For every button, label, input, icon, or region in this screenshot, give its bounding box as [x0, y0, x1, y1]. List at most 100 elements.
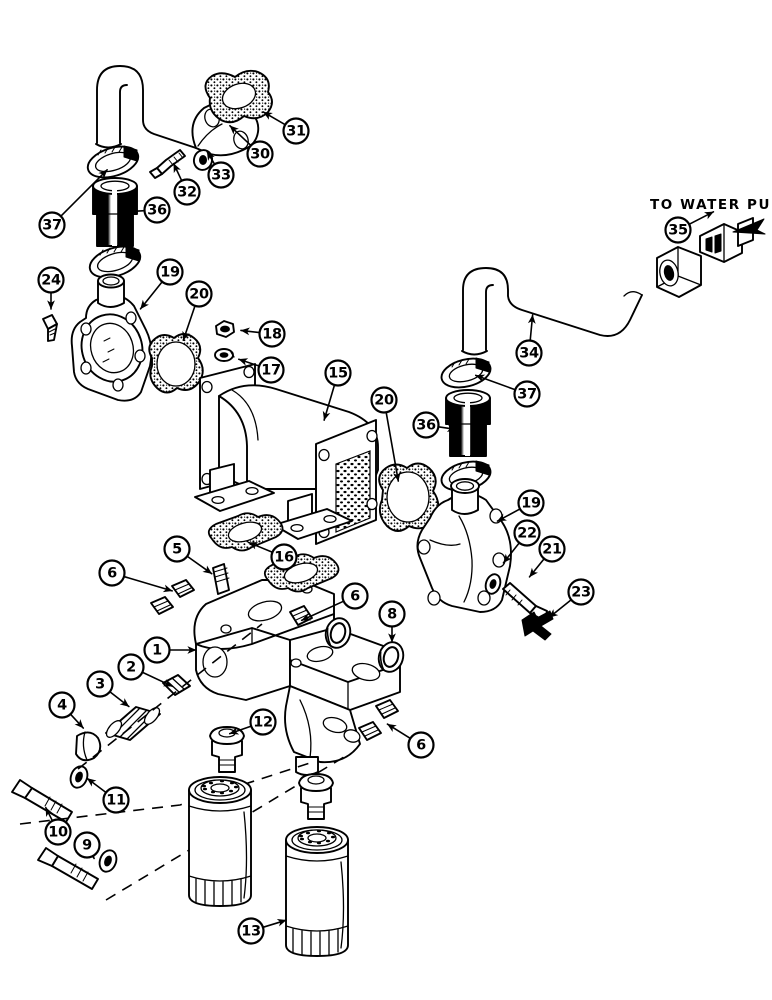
callout-19[interactable]: 19 [139, 258, 184, 310]
callout-6[interactable]: 6 [98, 559, 173, 593]
callout-number-3: 3 [95, 677, 105, 693]
callout-number-12: 12 [253, 715, 272, 731]
callout-circle-5[interactable] [163, 535, 191, 563]
callout-circle-32[interactable] [173, 178, 201, 206]
callout-circle-36[interactable] [412, 411, 440, 439]
part-22-washer [484, 573, 502, 595]
part-21-cap-screw [502, 582, 548, 622]
callout-circle-15[interactable] [324, 359, 352, 387]
callout-number-2: 2 [126, 660, 136, 676]
callout-circle-19[interactable] [156, 258, 184, 286]
callout-circle-6[interactable] [98, 559, 126, 587]
callout-2[interactable]: 2 [117, 653, 174, 688]
callout-number-11: 11 [106, 793, 126, 809]
callout-6[interactable]: 6 [386, 723, 435, 759]
callout-16[interactable]: 16 [247, 541, 298, 571]
part-17-lock-washer [214, 348, 235, 362]
callout-circle-16[interactable] [270, 543, 298, 571]
callout-circle-21[interactable] [538, 535, 566, 563]
callout-circle-8[interactable] [378, 600, 406, 628]
part-13-oil-filter-right [285, 826, 349, 957]
callout-18[interactable]: 18 [240, 320, 286, 348]
callout-22[interactable]: 22 [502, 519, 541, 564]
callout-20[interactable]: 20 [370, 386, 401, 482]
callout-circle-23[interactable] [567, 578, 595, 606]
callout-circle-9[interactable] [73, 831, 101, 859]
callout-circle-20[interactable] [370, 386, 398, 414]
callout-34[interactable]: 34 [515, 314, 543, 367]
part-15-oil-cooler [194, 363, 379, 545]
callout-circle-20[interactable] [185, 280, 213, 308]
part-2-spring-retainer [162, 674, 191, 696]
callout-24[interactable]: 24 [37, 266, 65, 310]
callout-36[interactable]: 36 [124, 196, 171, 224]
callout-circle-3[interactable] [86, 670, 114, 698]
callout-1[interactable]: 1 [143, 636, 197, 664]
callout-10[interactable]: 10 [44, 806, 72, 846]
callout-circle-1[interactable] [143, 636, 171, 664]
callout-3[interactable]: 3 [86, 670, 130, 708]
callout-number-21: 21 [542, 542, 562, 558]
callout-17[interactable]: 17 [237, 356, 285, 384]
callout-19[interactable]: 19 [496, 489, 545, 522]
callout-number-17: 17 [261, 363, 280, 379]
callout-circle-4[interactable] [48, 691, 76, 719]
callout-30[interactable]: 30 [229, 124, 274, 168]
part-34-water-hose [461, 267, 643, 356]
callout-11[interactable]: 11 [86, 777, 130, 814]
callout-number-20: 20 [374, 393, 394, 409]
callout-circle-6[interactable] [407, 731, 435, 759]
callout-circle-13[interactable] [237, 917, 265, 945]
callout-21[interactable]: 21 [528, 535, 566, 578]
callout-13[interactable]: 13 [237, 917, 287, 945]
callout-leader-6 [123, 575, 173, 593]
label-to-water-pump: TO WATER PUMP [650, 197, 772, 213]
callout-circle-11[interactable] [102, 786, 130, 814]
callout-circle-37[interactable] [513, 380, 541, 408]
callout-circle-18[interactable] [258, 320, 286, 348]
part-20-cooler-gasket-left [148, 333, 204, 394]
callout-circle-36[interactable] [143, 196, 171, 224]
part-13-oil-filter-left [188, 776, 252, 907]
callout-31[interactable]: 31 [262, 111, 310, 145]
callout-5[interactable]: 5 [163, 535, 213, 575]
callout-4[interactable]: 4 [48, 691, 85, 729]
callout-6[interactable]: 6 [300, 582, 369, 622]
callout-circle-30[interactable] [246, 140, 274, 168]
callout-circle-33[interactable] [207, 161, 235, 189]
callout-circle-17[interactable] [257, 356, 285, 384]
callout-circle-19[interactable] [517, 489, 545, 517]
callout-circle-35[interactable] [664, 216, 692, 244]
callout-20[interactable]: 20 [182, 280, 213, 342]
callout-leader-35 [688, 211, 715, 226]
callout-circle-22[interactable] [513, 519, 541, 547]
callout-36[interactable]: 36 [412, 411, 457, 439]
callout-leader-6 [300, 600, 345, 622]
callout-12[interactable]: 12 [228, 708, 277, 736]
callout-35[interactable]: 35 [664, 211, 715, 244]
callout-circle-10[interactable] [44, 818, 72, 846]
callout-33[interactable]: 33 [206, 150, 235, 189]
callout-9[interactable]: 9 [73, 831, 101, 860]
callout-circle-37[interactable] [38, 211, 66, 239]
callout-number-19: 19 [521, 496, 541, 512]
callout-leader-22 [502, 542, 521, 564]
callout-number-6: 6 [107, 566, 117, 582]
callout-circle-31[interactable] [282, 117, 310, 145]
part-5-stud [212, 563, 230, 595]
callout-23[interactable]: 23 [548, 578, 595, 619]
callout-8[interactable]: 8 [378, 600, 406, 643]
callout-15[interactable]: 15 [322, 359, 352, 421]
callout-circle-12[interactable] [249, 708, 277, 736]
callout-leader-20 [182, 305, 196, 342]
callout-32[interactable]: 32 [172, 162, 201, 206]
part-35-hose-fitting [656, 217, 766, 298]
callout-circle-2[interactable] [117, 653, 145, 681]
callout-37[interactable]: 37 [38, 169, 108, 239]
callout-circle-6[interactable] [341, 582, 369, 610]
callout-37[interactable]: 37 [474, 374, 541, 408]
callout-circle-24[interactable] [37, 266, 65, 294]
callout-circle-34[interactable] [515, 339, 543, 367]
